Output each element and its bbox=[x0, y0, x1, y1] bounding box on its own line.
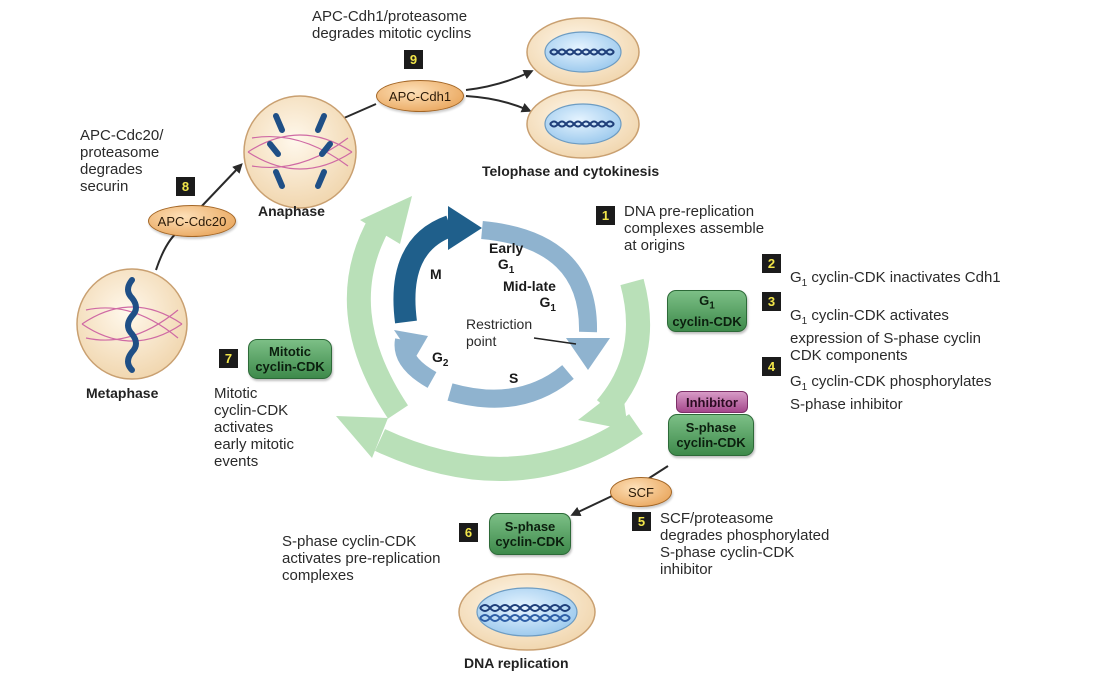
step-2-body: cyclin-CDK inactivates Cdh1 bbox=[807, 269, 1001, 286]
mitotic-cdk-line1: Mitotic bbox=[269, 344, 311, 359]
step-3-sub: 1 bbox=[801, 316, 808, 327]
outer-cycle-arrows bbox=[336, 196, 650, 481]
step-2-badge: 2 bbox=[762, 254, 781, 273]
phase-s-label: S bbox=[509, 370, 519, 386]
step-6-badge: 6 bbox=[459, 523, 478, 542]
step-4-text: G1 cyclin-CDK phosphorylates S-phase inh… bbox=[790, 356, 991, 413]
step-1-badge: 1 bbox=[596, 206, 615, 225]
inner-arc-m bbox=[393, 215, 455, 324]
early-text: Early bbox=[489, 240, 524, 256]
telophase-label: Telophase and cytokinesis bbox=[482, 163, 660, 179]
s-cdk6-line2: cyclin-CDK bbox=[495, 534, 565, 549]
arrow-cdh1-upper bbox=[465, 70, 534, 91]
apc-cdh1-oval: APC-Cdh1 bbox=[376, 80, 464, 112]
step-2-sub: 1 bbox=[801, 278, 808, 289]
inner-arc-s bbox=[447, 364, 574, 408]
step-7-text: Mitotic cyclin-CDK activates early mitot… bbox=[214, 385, 295, 470]
phase-g2-label: G2 bbox=[432, 349, 448, 372]
step-2-g: G bbox=[790, 269, 802, 286]
step-9-badge: 9 bbox=[404, 50, 423, 69]
step-6-text: S-phase cyclin-CDK activates pre-replica… bbox=[282, 533, 441, 584]
restriction-point-line bbox=[533, 337, 577, 345]
scf-oval: SCF bbox=[610, 477, 672, 507]
step-5-text: SCF/proteasome degrades phosphorylated S… bbox=[660, 510, 830, 578]
g1-cdk-g-text: G bbox=[699, 293, 710, 309]
mid-late-text: Mid-late bbox=[503, 278, 556, 294]
step-8-text: APC-Cdc20/ proteasome degrades securin bbox=[80, 127, 164, 195]
dna-replication-label: DNA replication bbox=[464, 655, 569, 671]
s-phase-cyclin-cdk-box-step6: S-phase cyclin-CDK bbox=[489, 513, 571, 555]
step-4-badge: 4 bbox=[762, 357, 781, 376]
g2-subscript: 2 bbox=[442, 357, 449, 369]
step-9-text: APC-Cdh1/proteasome degrades mitotic cyc… bbox=[312, 8, 472, 42]
phase-early-g1-label: Early G1 bbox=[489, 240, 523, 279]
step-1-text: DNA pre-replication complexes assemble a… bbox=[624, 203, 765, 254]
step-3-body: cyclin-CDK activates expression of S-pha… bbox=[790, 307, 981, 364]
step-4-sub: 1 bbox=[801, 382, 808, 393]
inner-arrowhead-g1 bbox=[566, 338, 610, 370]
step-4-g: G bbox=[790, 373, 802, 390]
step-7-badge: 7 bbox=[219, 349, 238, 368]
early-g1-text: G bbox=[497, 256, 509, 272]
s-cdk6-line1: S-phase bbox=[504, 519, 556, 534]
step-8-badge: 8 bbox=[176, 177, 195, 196]
phase-m-label: M bbox=[430, 266, 442, 282]
outer-arrow-left bbox=[346, 216, 409, 419]
g2-text: G bbox=[432, 349, 443, 365]
outer-arrowhead-bottom bbox=[336, 416, 388, 458]
phase-mid-late-g1-label: Mid-late G1 bbox=[503, 278, 556, 317]
step-3-text: G1 cyclin-CDK activates expression of S-… bbox=[790, 290, 981, 364]
mid-late-g1-subscript: 1 bbox=[550, 302, 556, 314]
restriction-point-label: Restriction point bbox=[466, 316, 533, 349]
arrow-anaphase-to-cdh1 bbox=[343, 103, 377, 119]
metaphase-cell-illustration bbox=[76, 268, 188, 380]
mitotic-cdk-line2: cyclin-CDK bbox=[255, 359, 325, 374]
inhibitor-box: Inhibitor bbox=[676, 391, 748, 413]
telophase-cells-illustration bbox=[526, 17, 640, 159]
arrow-scf-to-scdk6 bbox=[570, 495, 613, 516]
apc-cdc20-oval: APC-Cdc20 bbox=[148, 205, 236, 237]
inner-cycle bbox=[393, 206, 610, 408]
anaphase-cell-illustration bbox=[243, 95, 357, 209]
outer-arrow-bottom bbox=[374, 414, 643, 481]
arrow-cdc20-to-anaphase bbox=[199, 163, 243, 209]
step-3-g: G bbox=[790, 307, 802, 324]
s-phase-cyclin-cdk-box: S-phase cyclin-CDK bbox=[668, 414, 754, 456]
early-g1-subscript: 1 bbox=[508, 264, 515, 276]
mitotic-cyclin-cdk-box: Mitotic cyclin-CDK bbox=[248, 339, 332, 379]
anaphase-label: Anaphase bbox=[258, 203, 325, 219]
inner-arrowhead-g2 bbox=[394, 330, 428, 360]
outer-arrowhead-right bbox=[578, 386, 628, 430]
metaphase-label: Metaphase bbox=[86, 385, 159, 401]
dna-replication-cell-illustration bbox=[458, 573, 596, 651]
step-2-text: G1 cyclin-CDK inactivates Cdh1 bbox=[790, 252, 1001, 292]
mid-late-g1-text: G bbox=[539, 294, 551, 310]
step-4-body: cyclin-CDK phosphorylates S-phase inhibi… bbox=[790, 373, 992, 413]
s-cdk-line1: S-phase bbox=[685, 420, 737, 435]
step-5-badge: 5 bbox=[632, 512, 651, 531]
arrow-cdh1-lower bbox=[465, 95, 532, 113]
g1-cyclin-cdk-box: G1 cyclin-CDK bbox=[667, 290, 747, 332]
step-3-badge: 3 bbox=[762, 292, 781, 311]
inner-arrowhead-m bbox=[448, 206, 482, 250]
outer-arrowhead-left bbox=[360, 196, 412, 244]
g1-cdk-subscript: 1 bbox=[709, 300, 715, 312]
g1-cdk-text: cyclin-CDK bbox=[672, 313, 742, 329]
inner-arc-g1 bbox=[481, 221, 598, 333]
s-cdk-line2: cyclin-CDK bbox=[676, 435, 746, 450]
